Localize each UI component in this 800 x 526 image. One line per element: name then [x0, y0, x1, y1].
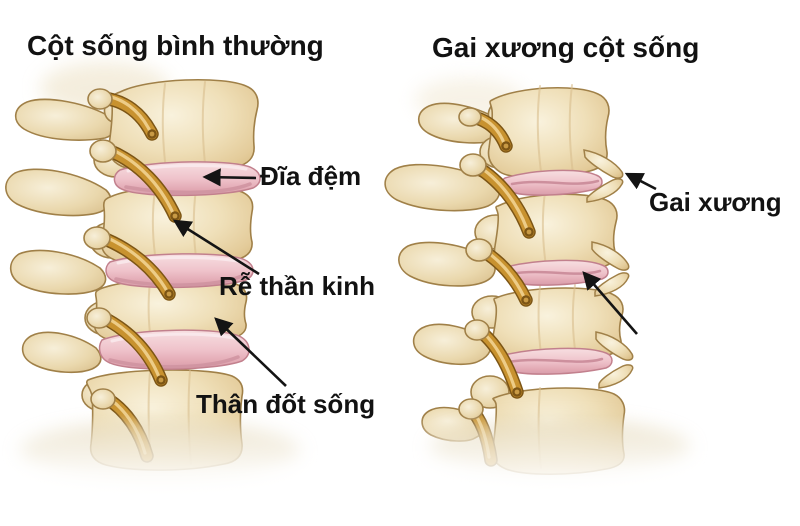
title-spur-spine: Gai xương cột sống: [432, 32, 700, 63]
degenerated-discs: [498, 169, 613, 375]
bone-spurs: [583, 149, 634, 389]
transverse-processes: [5, 98, 117, 374]
facet-caps: [458, 107, 493, 420]
annotation-arrow-degenerated-disc: [582, 271, 638, 335]
transverse-process: [9, 249, 107, 295]
transverse-process: [21, 331, 102, 374]
label-disc: Đĩa đệm: [260, 161, 362, 191]
bone-spur: [595, 331, 634, 361]
annotation-arrow-disc: [202, 168, 257, 187]
annotation-arrow-vertebral-body: [214, 317, 287, 387]
title-normal-spine: Cột sống bình thường: [27, 30, 324, 61]
annotation-arrows: [172, 168, 657, 387]
label-nerve-root: Rễ thần kinh: [219, 271, 376, 301]
label-vertebral-body: Thân đốt sống: [196, 389, 376, 419]
normal-spine-illustration: [5, 78, 261, 471]
bone-spur: [598, 364, 634, 389]
bone-spur: [586, 178, 624, 203]
bone-spur: [583, 149, 624, 179]
label-bone-spur: Gai xương: [649, 187, 782, 217]
bone-spur: [591, 241, 630, 271]
annotation-arrow-nerve-root: [172, 219, 260, 276]
bottom-fade: [0, 415, 800, 526]
transverse-process: [5, 168, 112, 217]
annotation-arrow-bone-spur: [624, 172, 657, 191]
facet-caps: [83, 88, 117, 410]
